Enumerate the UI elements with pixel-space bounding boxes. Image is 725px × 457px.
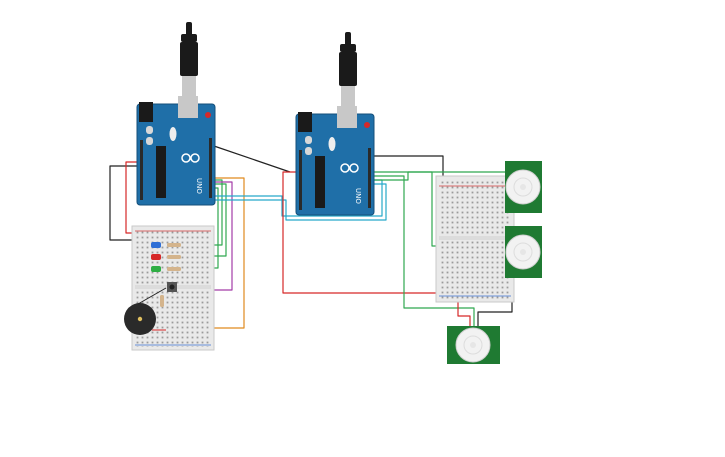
pir-sensor-bottom[interactable] bbox=[447, 326, 500, 364]
wire-black-link[interactable] bbox=[213, 145, 291, 173]
board-label: UNO bbox=[195, 178, 203, 194]
piezo-buzzer[interactable] bbox=[124, 287, 167, 335]
wire-cyan-2[interactable] bbox=[214, 183, 387, 221]
wire-pir-bottom-red[interactable] bbox=[457, 302, 471, 326]
breadboard-right[interactable] bbox=[435, 175, 515, 303]
push-button[interactable] bbox=[167, 282, 177, 292]
wire-green-pir-2[interactable] bbox=[374, 175, 475, 326]
resistors bbox=[160, 243, 181, 307]
board-label: UNO bbox=[354, 188, 362, 204]
wire-black-left[interactable] bbox=[109, 165, 150, 241]
arduino-uno-left[interactable]: UNO bbox=[136, 22, 216, 206]
arduino-logo-icon bbox=[340, 163, 359, 173]
pir-sensor-middle[interactable] bbox=[505, 226, 542, 278]
usb-plug-icon bbox=[186, 22, 192, 36]
led-blue[interactable] bbox=[151, 242, 161, 248]
arduino-uno-right[interactable]: UNO bbox=[295, 32, 375, 216]
wire-green-pir-3[interactable] bbox=[374, 171, 505, 181]
led-green[interactable] bbox=[151, 266, 161, 272]
wire-red-right[interactable] bbox=[282, 171, 440, 294]
arduino-logo-icon bbox=[181, 153, 200, 163]
led-red[interactable] bbox=[151, 254, 161, 260]
pir-sensor-top[interactable] bbox=[505, 161, 542, 213]
usb-plug-icon bbox=[345, 32, 351, 46]
